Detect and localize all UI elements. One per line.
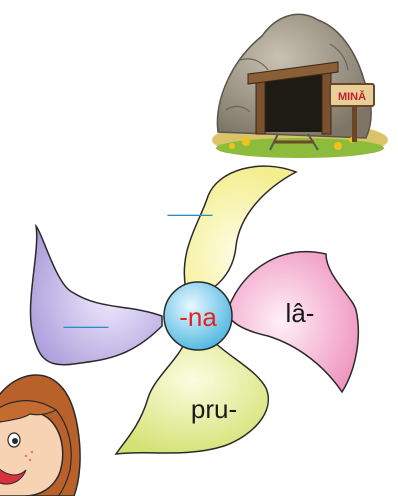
petal-bottom [114, 339, 269, 455]
petal-top-blank: ____ [167, 195, 213, 217]
sign-post [352, 96, 357, 142]
petal-right-label: lâ- [286, 298, 315, 328]
mine-grass [216, 138, 384, 158]
mine-beam-top [247, 61, 339, 85]
mine-illustration: MINĂ [212, 13, 388, 158]
mine-sign-text: MINĂ [338, 90, 366, 103]
petal-bottom-label: pru- [191, 394, 237, 424]
girl-illustration [0, 374, 81, 496]
petal-top [183, 165, 298, 293]
petal-left [29, 223, 163, 366]
petal-left-blank: ____ [63, 307, 109, 329]
mine-opening [262, 68, 326, 132]
girl-mouth [0, 468, 27, 485]
mine-sign [329, 83, 375, 107]
center-syllable: -na [179, 302, 217, 332]
flower-center [163, 281, 233, 351]
word-flower: -na ____ ____ lâ- pru- [29, 165, 360, 455]
petal-right [229, 250, 360, 394]
